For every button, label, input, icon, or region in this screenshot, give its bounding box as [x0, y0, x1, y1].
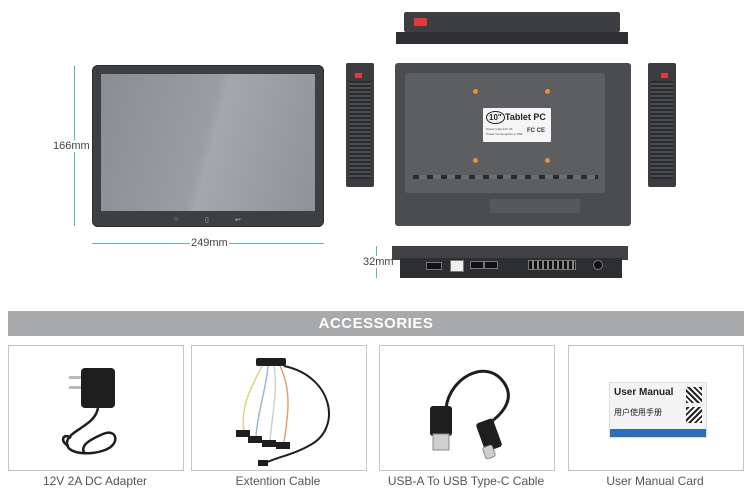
- accessory-label-usb-cable: USB-A To USB Type-C Cable: [387, 474, 545, 488]
- product-label-line2: Power Consumption ≤ 15W: [486, 132, 523, 136]
- mount-hole: [545, 89, 550, 94]
- certification-marks: FC CE: [527, 128, 545, 134]
- right-side-view: [648, 63, 676, 187]
- left-side-power-button: [355, 73, 362, 78]
- mount-hole: [545, 158, 550, 163]
- product-label-line1: Power Input 12V 2A: [486, 127, 513, 131]
- left-side-vent: [349, 81, 371, 179]
- accessory-card-adapter: [8, 345, 184, 471]
- accessory-label-manual: User Manual Card: [606, 474, 704, 488]
- power-adapter-icon: [61, 368, 117, 455]
- usb-port: [470, 261, 484, 269]
- left-side-view: [346, 63, 374, 187]
- manual-title-cn: 用户使用手册: [614, 408, 662, 417]
- tablet-screen: [101, 74, 315, 211]
- hdmi-port: [426, 262, 442, 270]
- qr-code-icon: [686, 387, 702, 403]
- usb-port: [484, 261, 498, 269]
- accessories-banner: ACCESSORIES: [8, 311, 744, 336]
- height-dimension-label: 166mm: [52, 140, 91, 152]
- top-view-base: [396, 32, 628, 44]
- accessory-card-usb-cable: [379, 345, 555, 471]
- ethernet-port: [450, 260, 464, 272]
- manual-title-en: User Manual: [614, 387, 674, 398]
- qr-code-icon: [686, 407, 702, 423]
- top-view: [404, 12, 620, 32]
- right-side-power-button: [661, 73, 668, 78]
- product-label-title: Tablet PC: [505, 112, 546, 122]
- mount-hole: [473, 89, 478, 94]
- accessory-card-manual: User Manual 用户使用手册: [568, 345, 744, 471]
- bottom-view: [392, 246, 628, 260]
- accessory-label-extension-cable: Extention Cable: [235, 474, 321, 488]
- home-button-icon: ○: [174, 216, 179, 223]
- back-button-icon: ↩: [235, 217, 241, 224]
- top-power-button: [414, 18, 427, 26]
- back-port-strip: [413, 175, 598, 179]
- usb-cable-icon: [430, 369, 510, 460]
- accessory-card-extension-cable: [191, 345, 367, 471]
- tablet-back-view: 10" Tablet PC Power Input 12V 2A Power C…: [395, 63, 631, 226]
- manual-card-icon: User Manual 用户使用手册: [609, 382, 707, 438]
- bottom-view-body: [400, 258, 622, 278]
- accessory-label-adapter: 12V 2A DC Adapter: [42, 474, 148, 488]
- mount-hole: [473, 158, 478, 163]
- gpio-connector: [528, 260, 576, 270]
- back-lower-panel: [490, 199, 580, 213]
- right-side-vent: [651, 81, 673, 179]
- width-dimension-label: 249mm: [190, 237, 229, 249]
- menu-button-icon: ▯: [205, 217, 209, 224]
- product-label: 10" Tablet PC Power Input 12V 2A Power C…: [483, 108, 551, 142]
- tablet-front-view: ○ ▯ ↩: [92, 65, 324, 227]
- back-panel: 10" Tablet PC Power Input 12V 2A Power C…: [405, 73, 605, 193]
- cable-harness-icon: [236, 358, 330, 466]
- manual-footer-strip: [610, 429, 706, 437]
- dc-power-jack: [593, 260, 603, 270]
- depth-dimension-label: 32mm: [362, 256, 395, 268]
- size-badge: 10": [486, 111, 505, 124]
